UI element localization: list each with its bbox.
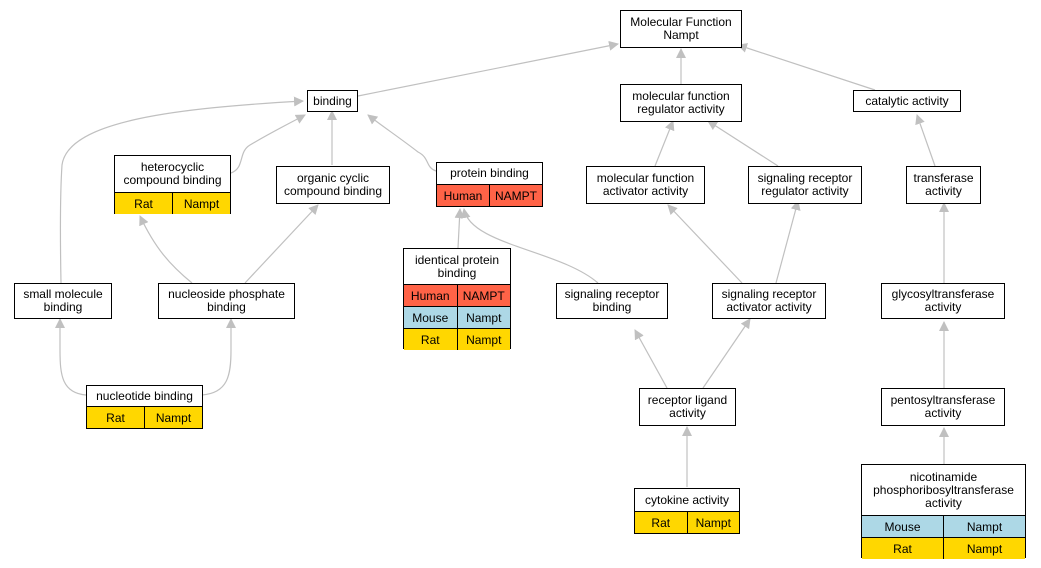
node-label: heterocyclic compound binding	[123, 160, 222, 187]
gene-cell: NAMPT	[489, 185, 542, 206]
edge-receptorligand-to-sigreceptorbinding	[634, 329, 668, 389]
node-label: nicotinamide phosphoribosyltransferase a…	[873, 469, 1014, 510]
gene-cell: Nampt	[686, 512, 739, 533]
edge-activator-to-mfreg	[654, 120, 675, 167]
node-mf-activator-activity[interactable]: molecular function activator activity	[586, 166, 705, 204]
species-cell: Human	[404, 285, 457, 306]
species-cell: Mouse	[862, 516, 943, 537]
edge-nucleoside-to-organiccyclic	[244, 204, 319, 284]
gene-cell: Nampt	[456, 329, 510, 350]
node-catalytic-activity[interactable]: catalytic activity	[853, 90, 961, 112]
annotation-row: Rat Nampt	[87, 406, 202, 428]
node-glycosyltransferase-activity[interactable]: glycosyltransferase activity	[881, 283, 1005, 319]
node-identical-protein-binding[interactable]: identical protein binding Human NAMPT Mo…	[403, 248, 511, 350]
edge-proteinbinding-to-binding	[367, 114, 437, 172]
node-organic-cyclic-compound-binding[interactable]: organic cyclic compound binding	[276, 166, 390, 204]
edge-nucleoside-to-heterocyclic	[139, 215, 193, 284]
annotation-row: Human NAMPT	[437, 184, 542, 206]
node-signaling-receptor-activator-activity[interactable]: signaling receptor activator activity	[712, 283, 826, 319]
species-cell: Rat	[862, 538, 943, 559]
node-label: transferase activity	[913, 171, 974, 198]
node-label: binding	[313, 93, 352, 108]
edge-transferase-to-catalytic	[915, 114, 936, 167]
node-nucleoside-phosphate-binding[interactable]: nucleoside phosphate binding	[158, 283, 295, 319]
node-small-molecule-binding[interactable]: small molecule binding	[14, 283, 112, 319]
node-cytokine-activity[interactable]: cytokine activity Rat Nampt	[634, 488, 740, 534]
edge-nucleotide-to-smallmolecule	[55, 318, 87, 396]
node-label: nucleoside phosphate binding	[168, 287, 285, 314]
annotation-row: Rat Nampt	[115, 192, 230, 214]
annotation-row: Rat Nampt	[404, 328, 510, 350]
gene-cell: Nampt	[943, 516, 1025, 537]
node-label: pentosyltransferase activity	[890, 393, 996, 420]
node-label: identical protein binding	[414, 252, 500, 280]
node-binding[interactable]: binding	[307, 90, 358, 112]
annotation-row: Mouse Nampt	[862, 515, 1025, 537]
edge-nucleotide-to-nucleoside	[201, 318, 236, 396]
node-label: small molecule binding	[23, 287, 103, 314]
annotation-row: Rat Nampt	[635, 511, 739, 533]
node-label: signaling receptor activator activity	[721, 287, 817, 314]
species-cell: Rat	[404, 329, 457, 350]
node-label: organic cyclic compound binding	[283, 171, 383, 198]
node-label: molecular function activator activity	[596, 171, 695, 198]
node-label: cytokine activity	[644, 492, 730, 507]
edge-sigreceptorbinding-to-proteinbinding	[460, 208, 599, 284]
annotation-row: Mouse Nampt	[404, 306, 510, 328]
edge-heterocyclic-to-binding	[230, 114, 306, 174]
node-label: receptor ligand activity	[647, 393, 728, 420]
node-pentosyltransferase-activity[interactable]: pentosyltransferase activity	[881, 388, 1005, 426]
species-cell: Rat	[115, 193, 172, 214]
gene-cell: NAMPT	[456, 285, 510, 306]
gene-cell: Nampt	[456, 307, 510, 328]
node-label: signaling receptor binding	[564, 287, 660, 314]
edge-sigreg-to-mfreg	[707, 120, 779, 167]
annotation-row: Human NAMPT	[404, 284, 510, 306]
node-transferase-activity[interactable]: transferase activity	[906, 166, 981, 204]
node-protein-binding[interactable]: protein binding Human NAMPT	[436, 162, 543, 207]
edge-catalytic-to-root	[737, 43, 876, 91]
node-label: Molecular Function Nampt	[630, 15, 732, 42]
node-label: molecular function regulator activity	[632, 89, 730, 116]
node-label: glycosyltransferase activity	[891, 287, 995, 314]
node-label: signaling receptor regulator activity	[757, 171, 853, 198]
node-signaling-receptor-regulator-activity[interactable]: signaling receptor regulator activity	[748, 166, 862, 204]
node-mf-regulator-activity[interactable]: molecular function regulator activity	[620, 84, 742, 122]
edge-receptorligand-to-sigactivator	[702, 318, 751, 389]
edge-smallmolecule-to-binding	[59, 96, 304, 284]
gene-cell: Nampt	[172, 193, 230, 214]
species-cell: Human	[437, 185, 489, 206]
edge-sigactivator-to-sigreg	[775, 200, 801, 284]
edge-identical-to-proteinbinding	[454, 208, 465, 249]
annotation-row: Rat Nampt	[862, 537, 1025, 559]
node-label: protein binding	[450, 166, 529, 180]
node-nucleotide-binding[interactable]: nucleotide binding Rat Nampt	[86, 385, 203, 429]
edge-sigactivator-to-activator	[667, 204, 743, 284]
gene-cell: Nampt	[943, 538, 1025, 559]
node-label: catalytic activity	[865, 93, 949, 108]
node-heterocyclic-compound-binding[interactable]: heterocyclic compound binding Rat Nampt	[114, 155, 231, 214]
node-receptor-ligand-activity[interactable]: receptor ligand activity	[639, 388, 736, 426]
species-cell: Rat	[87, 407, 144, 428]
node-signaling-receptor-binding[interactable]: signaling receptor binding	[556, 283, 668, 319]
node-label: nucleotide binding	[96, 388, 193, 403]
node-molecular-function-root[interactable]: Molecular Function Nampt	[620, 10, 742, 48]
gene-cell: Nampt	[144, 407, 202, 428]
edge-binding-to-root	[357, 40, 619, 97]
species-cell: Rat	[635, 512, 687, 533]
node-nicotinamide-phosphoribosyltransferase-activity[interactable]: nicotinamide phosphoribosyltransferase a…	[861, 464, 1026, 559]
species-cell: Mouse	[404, 307, 457, 328]
